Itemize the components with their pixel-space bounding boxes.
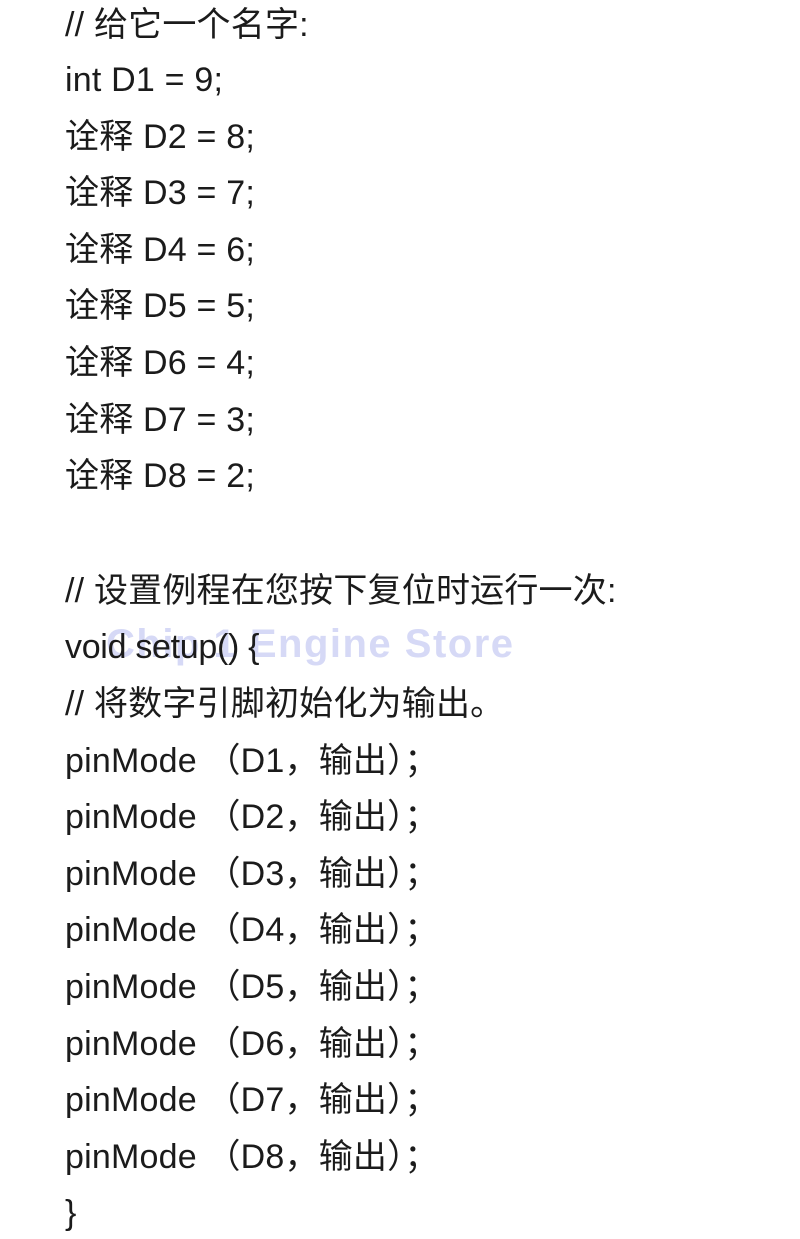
code-line-pinmode-d1: pinMode （D1，输出）； (65, 741, 439, 780)
code-line-comment-pinmode: // 将数字引脚初始化为输出。 (65, 684, 505, 723)
code-line-pinmode-d7: pinMode （D7，输出）； (65, 1081, 439, 1120)
code-line-setup-signature: void setup() { (65, 628, 260, 667)
code-line-pinmode-d5: pinMode （D5，输出）； (65, 967, 439, 1006)
code-line-blank (0, 505, 800, 563)
code-line-closing-brace: } (65, 1194, 77, 1233)
code-line-decl-d3: 诠释 D3 = 7; (65, 174, 256, 213)
code-line-decl-d5: 诠释 D5 = 5; (65, 287, 256, 326)
code-line-pinmode-d6: pinMode （D6，输出）； (65, 1024, 439, 1063)
code-line-decl-d4: 诠释 D4 = 6; (65, 230, 256, 269)
code-line-decl-d6: 诠释 D6 = 4; (65, 343, 256, 382)
code-line-decl-d8: 诠释 D8 = 2; (65, 457, 256, 496)
code-line-decl-d2: 诠释 D2 = 8; (65, 117, 256, 156)
code-line-pinmode-d2: pinMode （D2，输出）； (65, 798, 439, 837)
code-line-pinmode-d8: pinMode （D8，输出）； (65, 1137, 439, 1176)
code-line-pinmode-d3: pinMode （D3，输出）； (65, 854, 439, 893)
code-line-comment-name: // 给它一个名字: (65, 6, 309, 44)
code-line-decl-d7: 诠释 D7 = 3; (65, 400, 256, 439)
code-line-pinmode-d4: pinMode （D4，输出）； (65, 911, 439, 950)
code-line-decl-d1: int D1 = 9; (65, 61, 224, 99)
code-line-comment-setup: // 设置例程在您按下复位时运行一次: (65, 571, 617, 610)
